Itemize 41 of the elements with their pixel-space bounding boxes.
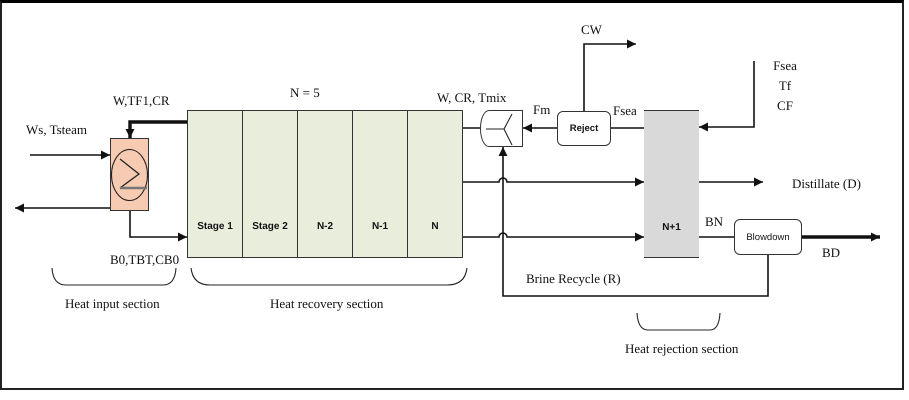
flow-label: BD — [822, 245, 840, 260]
flow-arrow — [699, 61, 755, 132]
flow-line — [463, 127, 480, 129]
flow-label: BN — [705, 214, 724, 229]
flow-label: Brine Recycle (R) — [526, 271, 621, 286]
process-box: Reject — [557, 111, 611, 146]
flow-arrow — [30, 150, 110, 160]
flow-label: Fsea — [613, 103, 637, 118]
flow-label: W,TF1,CR — [113, 93, 170, 108]
flow-arrow — [802, 232, 880, 242]
flow-label: B0,TBT,CB0 — [110, 252, 180, 267]
flow-line — [611, 127, 644, 129]
flow-arrow — [463, 177, 644, 186]
heater-box — [110, 138, 149, 211]
flow-label: W, CR, Tmix — [437, 90, 506, 105]
stage-box: N-2 — [297, 110, 353, 258]
flow-arrow — [583, 40, 636, 111]
process-box: Blowdown — [734, 219, 802, 255]
flow-label: CW — [581, 22, 602, 37]
stage-box: Stage 2 — [242, 110, 298, 258]
flow-arrow — [523, 124, 557, 132]
flow-label: Fsea Tf CF — [772, 57, 798, 115]
flow-arrow — [126, 120, 187, 138]
section-label: Heat recovery section — [270, 296, 384, 311]
flow-label: Distillate (D) — [792, 176, 861, 191]
stage-box: N-1 — [352, 110, 408, 258]
stage-box: Stage 1 — [187, 110, 243, 258]
stage-box: N+1 — [644, 110, 699, 258]
flow-arrow — [129, 211, 187, 242]
flow-arrow — [463, 232, 644, 242]
section-label: Heat rejection section — [625, 341, 738, 356]
stage-box: N — [407, 110, 463, 258]
flow-label: Ws, Tsteam — [26, 122, 87, 137]
section-label: Heat input section — [65, 296, 160, 311]
flow-label: Fm — [533, 102, 550, 117]
mixer-box — [480, 110, 523, 147]
flow-arrow — [15, 204, 110, 212]
stage-count-label: N = 5 — [290, 85, 320, 100]
flow-arrow — [498, 147, 769, 297]
flow-line — [699, 236, 734, 238]
flow-arrow — [699, 178, 763, 186]
